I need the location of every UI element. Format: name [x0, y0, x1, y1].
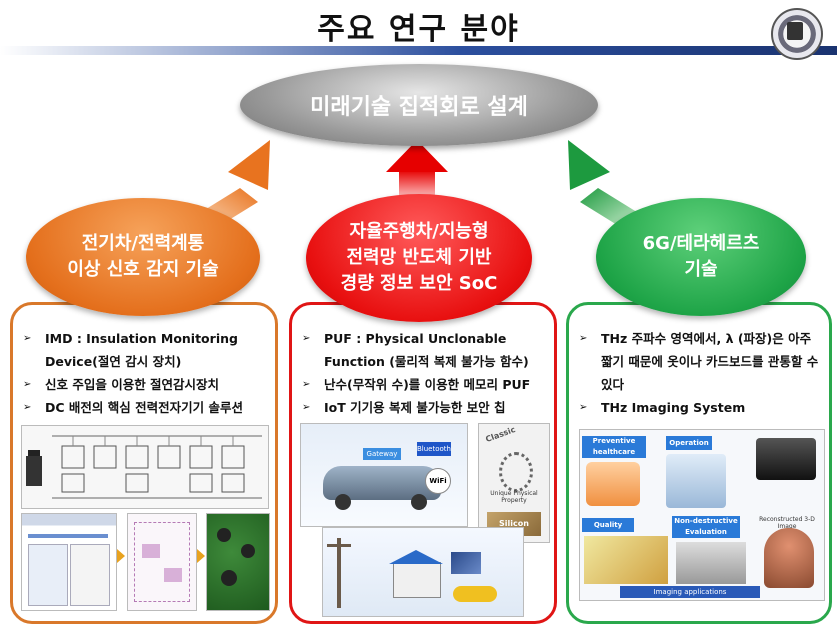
center-goal-ellipse: 미래기술 집적회로 설계 [240, 64, 598, 146]
panel-left-bullets: ➢IMD : Insulation Monitoring Device(절연 감… [23, 327, 269, 419]
list-item: ➢THz Imaging System [579, 396, 823, 419]
list-item: ➢PUF : Physical Unclonable Function (물리적… [302, 327, 548, 373]
unique-property-label: Unique Physical Property [490, 490, 538, 504]
arrow-bullet-icon: ➢ [23, 402, 32, 413]
arrow-right-icon [197, 549, 205, 563]
panel-security-soc: ➢PUF : Physical Unclonable Function (물리적… [289, 302, 557, 624]
solar-panel-icon [451, 552, 481, 574]
arrow-bullet-icon: ➢ [302, 333, 311, 344]
center-goal-label: 미래기술 집적회로 설계 [310, 95, 528, 120]
classic-label: Classic [484, 424, 517, 445]
panel-mid-bullets: ➢PUF : Physical Unclonable Function (물리적… [302, 327, 548, 419]
list-item: ➢IoT 기기용 복제 불가능한 보안 칩 [302, 396, 548, 419]
logo-chip-icon [787, 22, 803, 40]
arrow-bullet-icon: ➢ [302, 402, 311, 413]
title-underline-bar [0, 46, 837, 55]
preventive-healthcare-label: Preventive healthcare [582, 436, 646, 458]
arrow-bullet-icon: ➢ [579, 333, 588, 344]
nondestructive-label: Non-destructive Evaluation [672, 516, 740, 538]
software-screenshot-image [21, 513, 117, 611]
operation-image [666, 454, 726, 508]
healthcare-image [586, 462, 640, 506]
thz-imaging-collage: Preventive healthcare Operation Quality … [579, 429, 825, 601]
arrow-bullet-icon: ➢ [23, 333, 32, 344]
gateway-label: Gateway [363, 448, 401, 460]
reconstructed-label: Reconstructed 3-D Image [759, 516, 815, 530]
puf-concept-image: Classic Unique Physical Property Silicon [478, 423, 550, 543]
bluetooth-label: Bluetooth [417, 442, 451, 456]
connected-car-diagram: Bluetooth WiFi Gateway [300, 423, 468, 527]
quality-control-image [584, 536, 668, 584]
panel-power-systems: ➢IMD : Insulation Monitoring Device(절연 감… [10, 302, 278, 624]
ndt-image [676, 542, 746, 584]
pcb-layout-image [127, 513, 197, 611]
electric-car-icon [453, 586, 497, 602]
pcb-board-photo [206, 513, 270, 611]
reconstructed-3d-image [764, 528, 814, 588]
briefcase-image [756, 438, 816, 480]
list-item: ➢신호 주입을 이용한 절연감시장치 [23, 373, 269, 396]
page-title: 주요 연구 분야 [317, 12, 520, 47]
panel-right-bullets: ➢THz 주파수 영역에서, λ (파장)은 아주 짧기 때문에 옷이나 카드보… [579, 327, 823, 419]
quality-control-label: Quality control [582, 518, 634, 543]
arrow-up-icon [386, 140, 448, 200]
smart-grid-image [322, 527, 524, 617]
arrow-bullet-icon: ➢ [302, 379, 311, 390]
fingerprint-icon [499, 452, 533, 492]
arrow-bullet-icon: ➢ [579, 402, 588, 413]
wifi-icon: WiFi [425, 468, 451, 494]
list-item: ➢DC 배전의 핵심 전력전자기기 솔루션 [23, 396, 269, 419]
circuit-schematic-image [21, 425, 269, 509]
list-item: ➢THz 주파수 영역에서, λ (파장)은 아주 짧기 때문에 옷이나 카드보… [579, 327, 823, 396]
operation-label: Operation [666, 436, 712, 450]
list-item: ➢난수(무작위 수)를 이용한 메모리 PUF [302, 373, 548, 396]
house-icon [393, 562, 441, 598]
imaging-applications-label: Imaging applications [620, 586, 760, 598]
list-item: ➢IMD : Insulation Monitoring Device(절연 감… [23, 327, 269, 373]
arrow-bullet-icon: ➢ [23, 379, 32, 390]
power-pole-icon [337, 538, 341, 608]
panel-terahertz: ➢THz 주파수 영역에서, λ (파장)은 아주 짧기 때문에 옷이나 카드보… [566, 302, 832, 624]
arrow-right-icon [117, 549, 125, 563]
